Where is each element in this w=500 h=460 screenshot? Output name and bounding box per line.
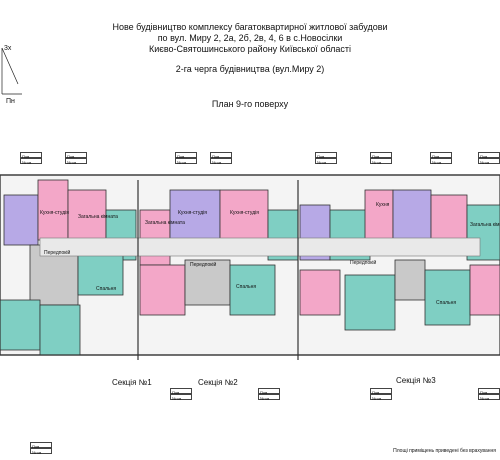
room-label: Кухня — [376, 202, 390, 208]
room-pink — [219, 189, 269, 246]
room-teal — [77, 249, 124, 296]
room-teal — [424, 269, 471, 326]
room-label: Спальня — [436, 300, 457, 306]
room-label: Кухня-студія — [40, 210, 69, 216]
compass-arrow-icon — [1, 47, 22, 95]
room-pink — [139, 264, 186, 316]
floor-plan — [0, 174, 500, 360]
room-label: Спальня — [96, 286, 117, 292]
compass-south-label: Пн — [6, 98, 15, 105]
room-pink — [469, 264, 500, 316]
room-label: Загальна кімната — [145, 220, 185, 226]
room-label: Кухня-студія — [178, 210, 207, 216]
room-lilac — [169, 189, 221, 246]
room-label: Загальна кімната — [78, 214, 118, 220]
room-teal — [229, 264, 276, 316]
room-lilac — [3, 194, 39, 246]
room-pink — [430, 194, 468, 246]
room-pink — [299, 269, 341, 316]
compass: 3х Пн — [0, 36, 30, 106]
document-header: Нове будівництво комплексу багатоквартир… — [0, 22, 500, 55]
stair-core — [394, 259, 426, 301]
header-line-3: Києво-Святошинського району Київської об… — [149, 44, 351, 54]
room-label: Кухня-студія — [230, 210, 259, 216]
room-label: Спальня — [236, 284, 257, 290]
section-label-3: Секція №3 — [396, 376, 436, 385]
stair-core — [184, 259, 231, 306]
corridor — [39, 237, 481, 257]
outer-walls — [0, 174, 500, 360]
header-line-2: по вул. Миру 2, 2а, 2б, 2в, 4, 6 в с.Нов… — [157, 33, 343, 43]
section-label-2: Секція №2 — [198, 378, 238, 387]
room-teal — [0, 299, 41, 351]
room-teal — [344, 274, 396, 331]
construction-stage: 2-га черга будівництва (вул.Миру 2) — [175, 64, 325, 74]
footnote: Площі приміщень приведені без врахування — [393, 448, 496, 454]
room-label: Загальна кімната — [470, 222, 500, 228]
room-teal — [39, 304, 81, 356]
compass-north-label: 3х — [4, 45, 12, 52]
room-pink — [67, 189, 107, 246]
header-line-1: Нове будівництво комплексу багатоквартир… — [112, 22, 388, 32]
room-label: Передпокій — [190, 262, 217, 268]
room-pink — [364, 189, 394, 241]
section-label-1: Секція №1 — [112, 378, 152, 387]
room-pink — [139, 209, 171, 266]
room-label: Передпокій — [350, 260, 377, 266]
room-label: Передпокій — [44, 250, 71, 256]
room-lilac — [392, 189, 432, 246]
floor-title: План 9-го поверху — [211, 99, 289, 109]
